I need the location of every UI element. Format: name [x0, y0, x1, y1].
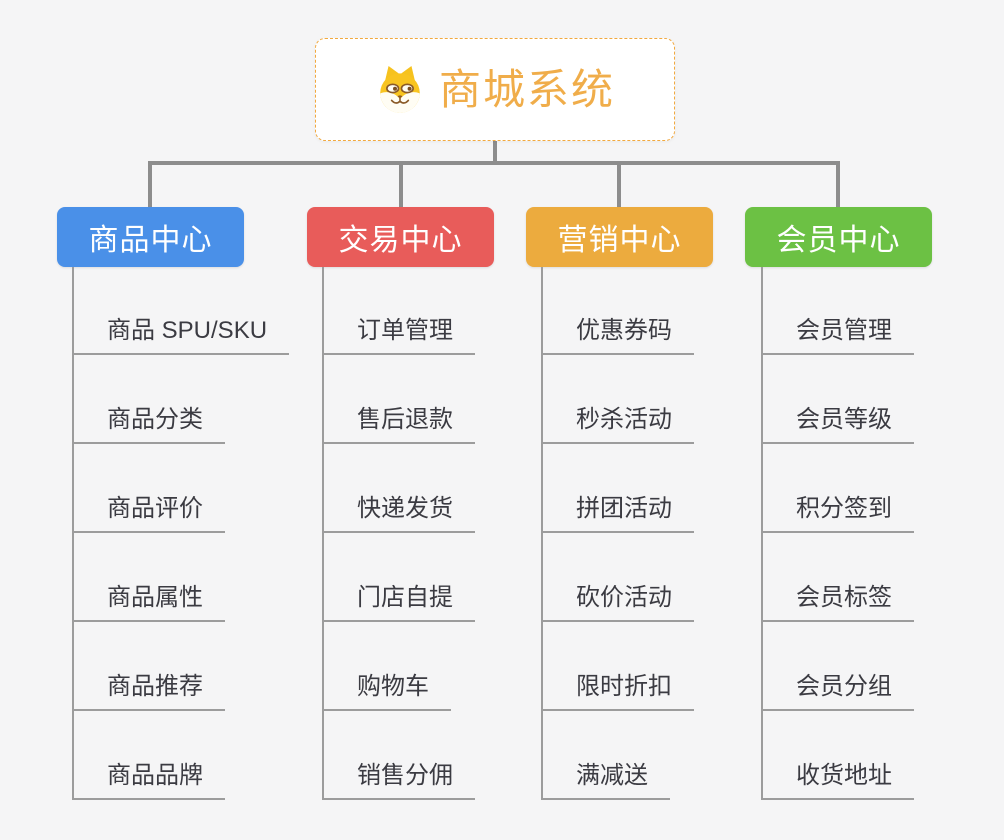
branch-node-product-center[interactable]: 商品中心: [57, 207, 244, 267]
child-node[interactable]: 商品评价: [74, 494, 225, 533]
child-node[interactable]: 收货地址: [763, 761, 914, 800]
connector-top-rail: [148, 161, 840, 165]
child-node[interactable]: 拼团活动: [543, 494, 694, 533]
children-column-marketing-center: 优惠券码秒杀活动拼团活动砍价活动限时折扣满减送: [541, 267, 694, 800]
child-node[interactable]: 商品推荐: [74, 672, 225, 711]
branch-node-member-center[interactable]: 会员中心: [745, 207, 932, 267]
child-node[interactable]: 购物车: [324, 672, 451, 711]
child-node[interactable]: 快递发货: [324, 494, 475, 533]
branch-label: 交易中心: [338, 224, 463, 257]
children-column-member-center: 会员管理会员等级积分签到会员标签会员分组收货地址: [761, 267, 914, 800]
connector-stub-product-center: [148, 161, 152, 211]
connector-stub-trade-center: [399, 161, 403, 211]
child-node[interactable]: 会员分组: [763, 672, 914, 711]
child-node[interactable]: 门店自提: [324, 583, 475, 622]
connector-stub-member-center: [836, 161, 840, 211]
child-node[interactable]: 砍价活动: [543, 583, 694, 622]
child-node[interactable]: 商品属性: [74, 583, 225, 622]
branch-node-trade-center[interactable]: 交易中心: [307, 207, 494, 267]
branch-label: 商品中心: [88, 224, 213, 257]
child-node[interactable]: 商品 SPU/SKU: [74, 316, 290, 355]
child-node[interactable]: 积分签到: [763, 494, 914, 533]
child-node[interactable]: 会员管理: [763, 316, 914, 355]
connector-root-stem: [493, 141, 497, 165]
branch-label: 营销中心: [557, 224, 682, 257]
child-node[interactable]: 订单管理: [324, 316, 475, 355]
child-node[interactable]: 秒杀活动: [543, 405, 694, 444]
branch-label: 会员中心: [776, 224, 901, 257]
child-node[interactable]: 满减送: [543, 761, 670, 800]
child-node[interactable]: 商品品牌: [74, 761, 225, 800]
dog-face-icon: [380, 65, 420, 113]
child-node[interactable]: 限时折扣: [543, 672, 694, 711]
root-node[interactable]: 商城系统: [315, 38, 675, 141]
children-column-trade-center: 订单管理售后退款快递发货门店自提购物车销售分佣: [322, 267, 475, 800]
child-node[interactable]: 商品分类: [74, 405, 225, 444]
branch-node-marketing-center[interactable]: 营销中心: [526, 207, 713, 267]
child-node[interactable]: 售后退款: [324, 405, 475, 444]
root-node-title: 商城系统: [438, 65, 615, 113]
children-column-product-center: 商品 SPU/SKU 商品分类商品评价商品属性商品推荐商品品牌: [72, 267, 290, 800]
child-node[interactable]: 优惠券码: [543, 316, 694, 355]
connector-stub-marketing-center: [617, 161, 621, 211]
child-node[interactable]: 会员标签: [763, 583, 914, 622]
child-node[interactable]: 会员等级: [763, 405, 914, 444]
child-node[interactable]: 销售分佣: [324, 761, 475, 800]
